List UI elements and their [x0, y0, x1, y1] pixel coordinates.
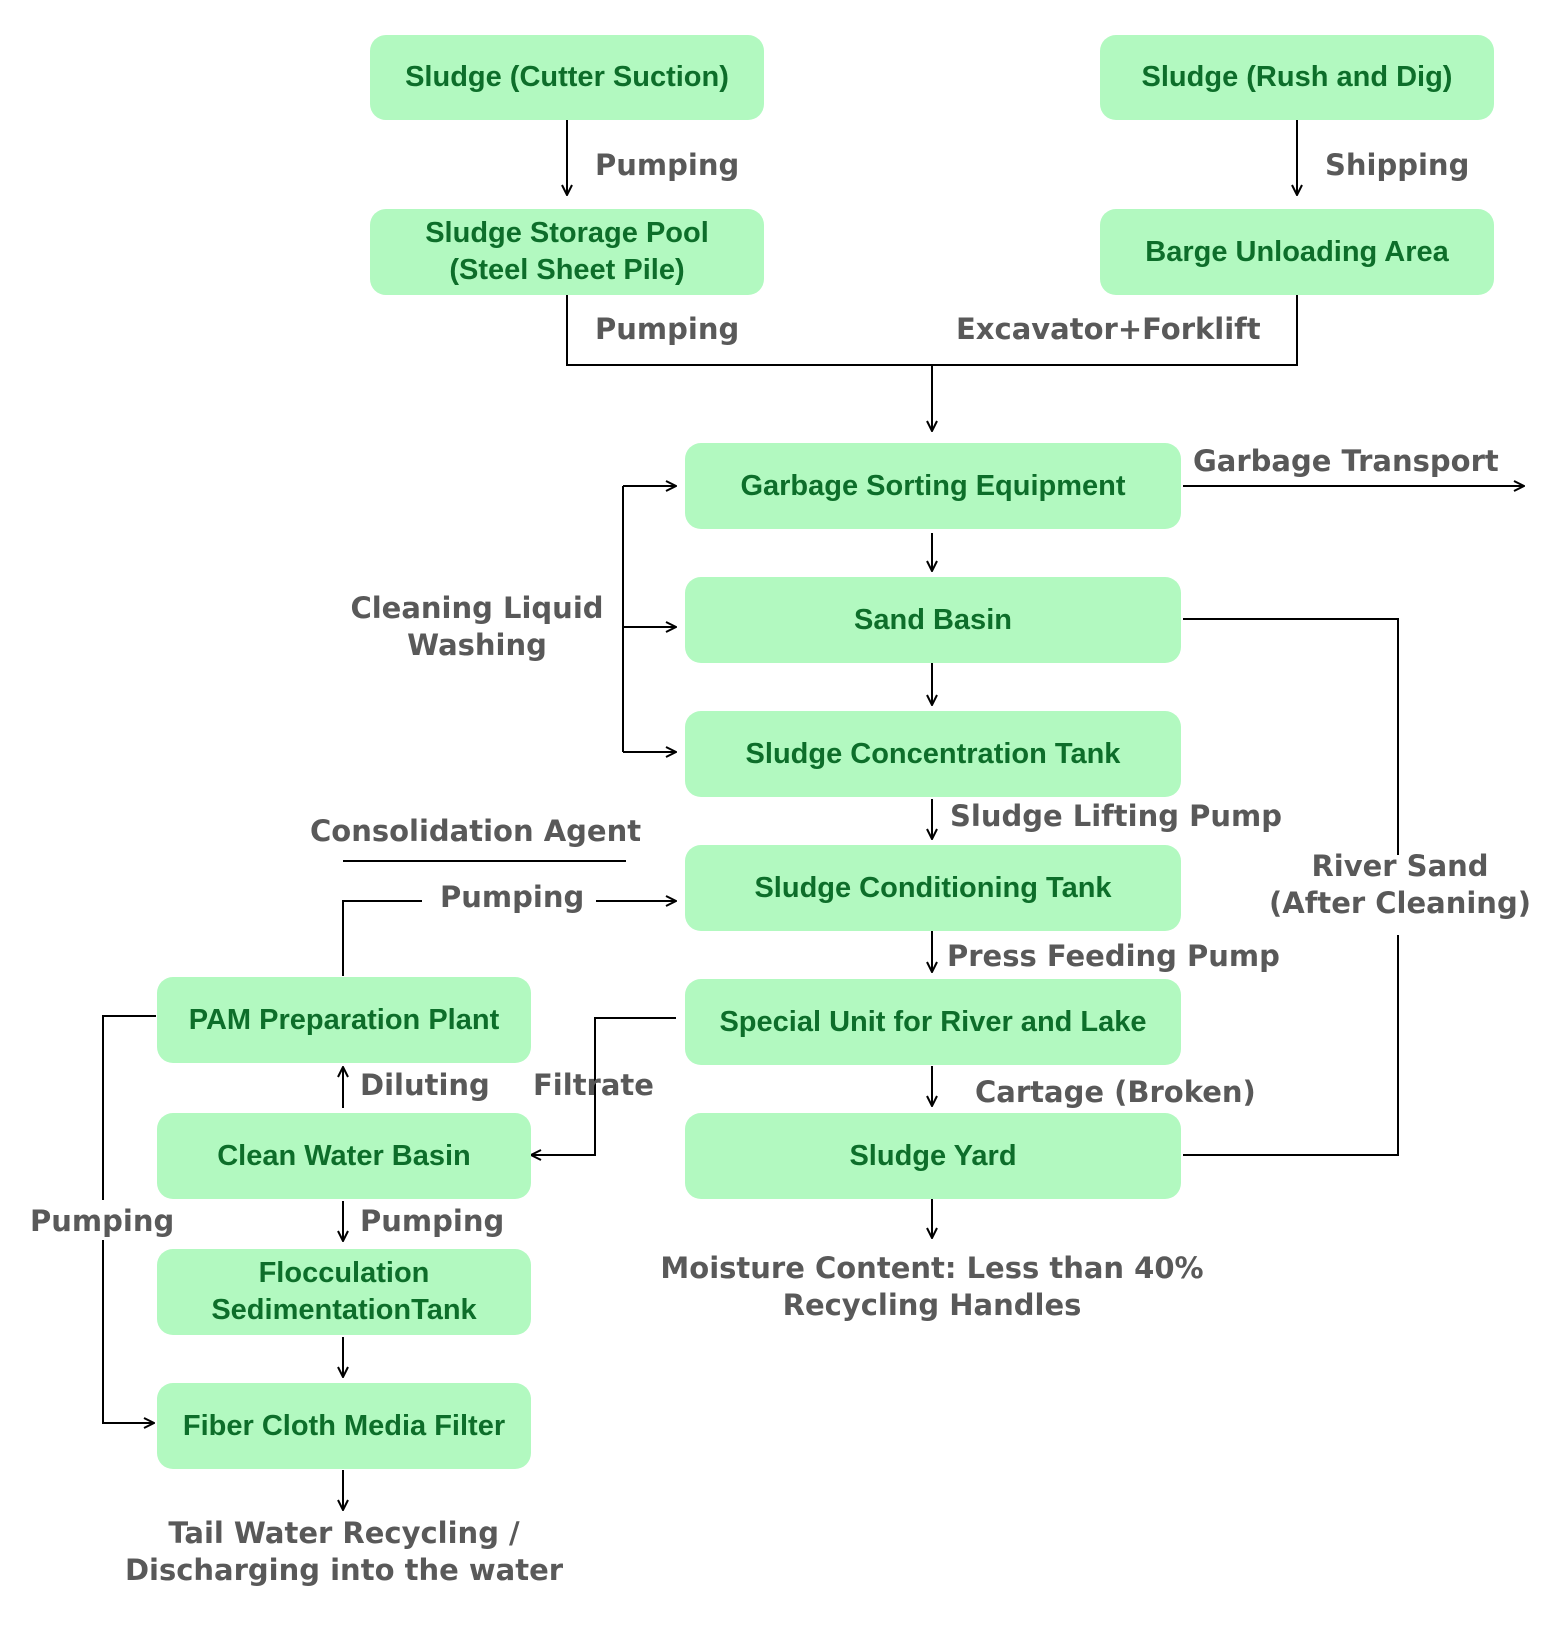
- left-pumping-line-upper: [102, 1015, 156, 1200]
- label-excavator-forklift: Excavator+Forklift: [956, 312, 1261, 346]
- node-sludge-storage-pool: Sludge Storage Pool (Steel Sheet Pile): [370, 209, 764, 295]
- pam-pumping-line: [342, 900, 422, 976]
- node-clean-water-basin: Clean Water Basin: [157, 1113, 531, 1199]
- river-sand-line-lower: [1183, 935, 1399, 1156]
- label-cleaning-liquid-washing: Cleaning Liquid Washing: [350, 591, 604, 662]
- node-garbage-sorting-equipment: Garbage Sorting Equipment: [685, 443, 1181, 529]
- node-sludge-yard: Sludge Yard: [685, 1113, 1181, 1199]
- node-sludge-conditioning-tank: Sludge Conditioning Tank: [685, 845, 1181, 931]
- node-sand-basin: Sand Basin: [685, 577, 1181, 663]
- label-garbage-transport: Garbage Transport: [1193, 444, 1499, 478]
- arrow-filtrate: [531, 1017, 676, 1155]
- label-filtrate: Filtrate: [533, 1068, 654, 1102]
- node-flocculation-sedimentation-tank: Flocculation SedimentationTank: [157, 1249, 531, 1335]
- label-pumping-storage: Pumping: [595, 312, 740, 346]
- label-shipping: Shipping: [1325, 148, 1470, 182]
- label-consolidation-agent: Consolidation Agent: [310, 814, 642, 848]
- label-press-feeding-pump: Press Feeding Pump: [947, 939, 1280, 973]
- node-barge-unloading-area: Barge Unloading Area: [1100, 209, 1494, 295]
- node-sludge-rush-and-dig: Sludge (Rush and Dig): [1100, 35, 1494, 120]
- label-sludge-lifting-pump: Sludge Lifting Pump: [950, 799, 1282, 833]
- label-pumping-pam: Pumping: [440, 880, 585, 914]
- node-pam-preparation-plant: PAM Preparation Plant: [157, 977, 531, 1063]
- label-cartage-broken: Cartage (Broken): [975, 1075, 1256, 1109]
- river-sand-line-upper: [1183, 618, 1399, 855]
- label-pumping-cutter: Pumping: [595, 148, 740, 182]
- left-pumping-line-lower: [102, 1240, 154, 1423]
- label-river-sand-after-cleaning: River Sand (After Cleaning): [1269, 849, 1531, 920]
- node-special-unit-river-lake: Special Unit for River and Lake: [685, 979, 1181, 1065]
- node-sludge-concentration-tank: Sludge Concentration Tank: [685, 711, 1181, 797]
- label-moisture-content: Moisture Content: Less than 40% Recyclin…: [660, 1251, 1204, 1322]
- node-fiber-cloth-media-filter: Fiber Cloth Media Filter: [157, 1383, 531, 1469]
- label-pumping-left-loop: Pumping: [30, 1204, 175, 1238]
- label-tail-water: Tail Water Recycling / Discharging into …: [124, 1516, 564, 1587]
- label-diluting: Diluting: [360, 1068, 490, 1102]
- label-pumping-clean-water: Pumping: [360, 1204, 505, 1238]
- node-sludge-cutter-suction: Sludge (Cutter Suction): [370, 35, 764, 120]
